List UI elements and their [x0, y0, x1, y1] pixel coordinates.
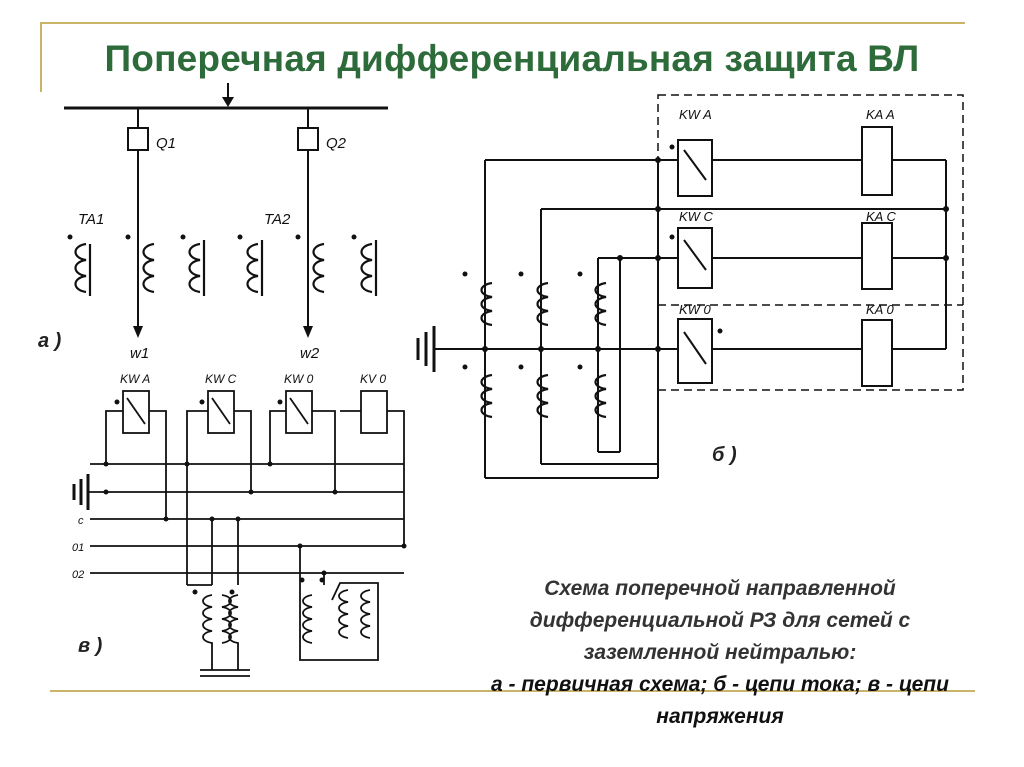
- caption: Схема поперечной направленной дифференци…: [420, 573, 1020, 733]
- caption-line-1: Схема поперечной направленной: [544, 577, 896, 600]
- ct-coils: [74, 240, 378, 296]
- label-kwc-v: KW C: [205, 372, 237, 386]
- ct-polarity-dots: [67, 234, 357, 240]
- breaker-q2: [297, 127, 319, 151]
- w2-arrow: [303, 326, 313, 338]
- label-kwa-b: KW A: [679, 107, 712, 122]
- label-w1: w1: [130, 345, 149, 362]
- label-part-v: в ): [78, 635, 103, 657]
- caption-line-5: напряжения: [656, 705, 784, 728]
- relay-ka-c: [861, 222, 893, 290]
- label-q1: Q1: [156, 135, 176, 152]
- voltage-circuits: KW A KW C KW 0 KV 0 c 01 02: [72, 372, 407, 677]
- caption-line-3: заземленной нейтралью:: [583, 641, 857, 664]
- label-ta2: TA2: [264, 211, 291, 228]
- junction-dots: [482, 144, 949, 352]
- label-kwc-b: KW C: [679, 209, 714, 224]
- label-kaa-b: KA A: [866, 107, 895, 122]
- ct-coils-b: [480, 281, 607, 419]
- frame-left-rule: [40, 22, 42, 92]
- frame-bottom-rule: [50, 690, 975, 692]
- breaker-q1: [127, 127, 149, 151]
- label-q2: Q2: [326, 135, 347, 152]
- label-kwo-b: KW 0: [679, 302, 712, 317]
- infeed-arrowhead: [222, 97, 234, 107]
- label-bus-c: c: [78, 515, 84, 527]
- w1-arrow: [133, 326, 143, 338]
- frame-top-rule: [40, 22, 965, 24]
- label-kac-b: KA C: [866, 209, 896, 224]
- label-part-b: б ): [712, 444, 737, 466]
- label-kvo-v: KV 0: [360, 372, 386, 386]
- label-part-a: а ): [38, 330, 62, 352]
- relay-kw-0: [677, 318, 713, 384]
- caption-line-2: дифференциальной РЗ для сетей с: [529, 609, 911, 632]
- relay-ka-0: [861, 319, 893, 387]
- relay-kw-c: [677, 227, 713, 289]
- label-w2: w2: [300, 345, 320, 362]
- label-bus-02: 02: [72, 569, 84, 581]
- label-bus-01: 01: [72, 542, 84, 554]
- label-kwo-v: KW 0: [284, 372, 314, 386]
- label-ta1: TA1: [78, 211, 104, 228]
- relay-kv-0-v: [360, 390, 388, 434]
- relay-ka-a: [861, 126, 893, 196]
- primary-circuit: Q1 Q2 TA1 TA2 w1 w2: [64, 83, 388, 362]
- label-kwa-v: KW A: [120, 372, 150, 386]
- caption-line-4: а - первичная схема; б - цепи тока; в - …: [491, 673, 949, 696]
- label-kao-b: KA 0: [866, 302, 894, 317]
- slide-title: Поперечная дифференциальная защита ВЛ: [104, 38, 920, 79]
- relay-kw-a: [677, 139, 713, 197]
- current-circuits: KW A KW C KW 0 KA A KA C KA 0: [416, 94, 964, 479]
